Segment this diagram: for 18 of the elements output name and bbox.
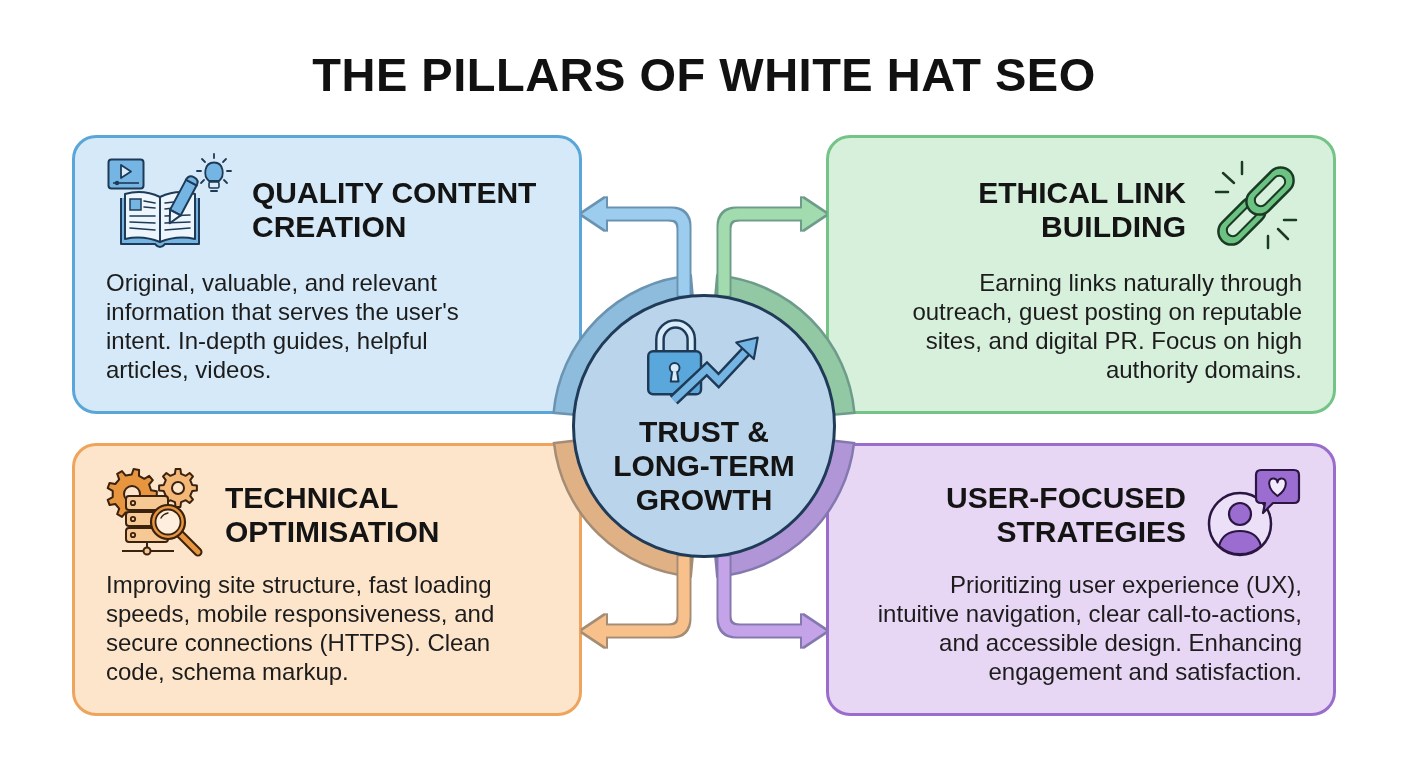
- pillar-card: [72, 443, 582, 716]
- card-description: Prioritizing user experience (UX), intuitive navigation, clear call-to-actions, and accessible design. Enhancing engagement and satisfaction.: [876, 570, 1302, 686]
- card-heading: TECHNICAL OPTIMISATION: [225, 481, 441, 549]
- pillar-card: [72, 135, 582, 414]
- hub-label: TRUST & LONG-TERM GROWTH: [612, 415, 796, 517]
- pillar-card: [826, 443, 1336, 716]
- page-title: THE PILLARS OF WHITE HAT SEO: [312, 47, 1096, 103]
- card-description: Original, valuable, and relevant information that serves the user's intent. In-depth guides, helpful articles, videos.: [106, 268, 460, 384]
- card-description: Earning links naturally through outreach, guest posting on reputable sites, and digital PR. Focus on high authority domains.: [911, 268, 1302, 384]
- connector-arrow: [582, 556, 690, 647]
- pillar-card: [826, 135, 1336, 414]
- card-heading: QUALITY CONTENT CREATION: [252, 176, 538, 244]
- card-heading: ETHICAL LINK BUILDING: [977, 176, 1186, 244]
- card-description: Improving site structure, fast loading speeds, mobile responsiveness, and secure connections (HTTPS). Clean code, schema markup.: [106, 570, 496, 686]
- connector-arrow: [718, 556, 826, 647]
- connector-arrow: [582, 198, 690, 296]
- connector-arrow: [718, 198, 826, 296]
- card-heading: USER-FOCUSED STRATEGIES: [945, 481, 1186, 549]
